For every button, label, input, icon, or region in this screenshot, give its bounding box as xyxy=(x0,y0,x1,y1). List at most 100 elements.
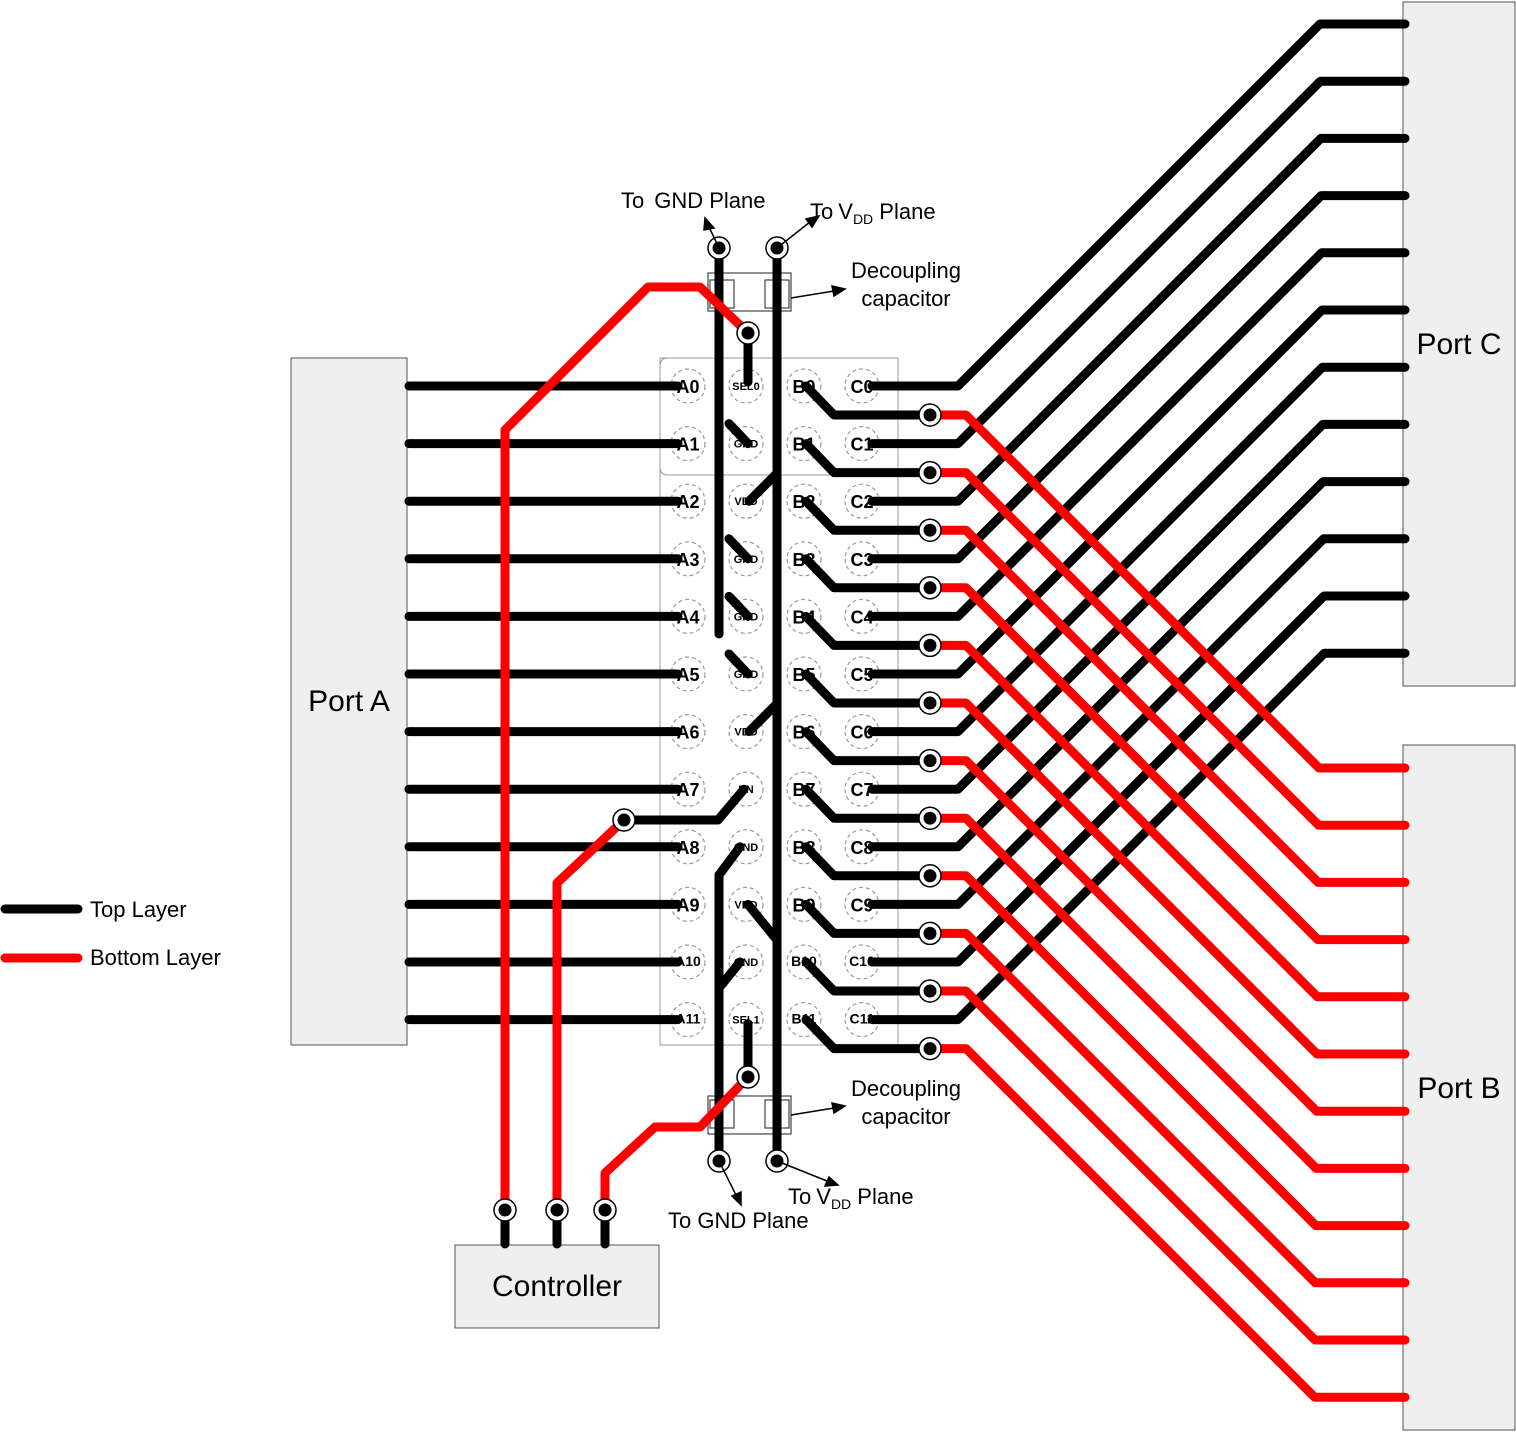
decoupling-capacitor-top-label-1: Decoupling xyxy=(851,258,961,283)
vdd-stub xyxy=(744,699,782,737)
pin-label-b1: B1 xyxy=(792,435,815,455)
pin-pad xyxy=(670,656,706,692)
controller-via-hole xyxy=(550,1203,564,1217)
pin-label-a10: A10 xyxy=(675,953,701,969)
port-c-trace xyxy=(867,591,1410,967)
port-b-bottom-segment xyxy=(925,640,1410,1002)
pin-label-b8: B8 xyxy=(792,838,815,858)
port-b-via-hole xyxy=(923,523,937,537)
pin-pad xyxy=(670,426,706,462)
port-b-top-segment xyxy=(801,611,935,650)
pin-label-b10: B10 xyxy=(791,953,817,969)
port-b-label: Port B xyxy=(1417,1072,1500,1105)
pin-label-vdd: VDD xyxy=(734,899,757,911)
pin-label-a5: A5 xyxy=(676,665,699,685)
port-b-top-segment xyxy=(801,496,935,535)
pin-pad xyxy=(670,541,706,577)
pin-label-a4: A4 xyxy=(676,607,699,627)
gnd-stub xyxy=(724,534,753,564)
port-c-trace xyxy=(867,248,1410,621)
port-c-trace xyxy=(867,419,1410,794)
pin-pad xyxy=(670,483,706,519)
pin-pad xyxy=(670,1001,706,1038)
port-b-top-segment xyxy=(801,727,935,766)
pin-label-c0: C0 xyxy=(850,377,873,397)
decoupling-capacitor-bottom-label-2: capacitor xyxy=(861,1104,950,1129)
port-b-via-hole xyxy=(923,581,937,595)
pin-label-a3: A3 xyxy=(676,550,699,570)
pin-label-c11: C11 xyxy=(850,1011,875,1027)
pin-label-a11: A11 xyxy=(676,1011,701,1027)
pin-label-b4: B4 xyxy=(792,607,815,627)
bottom-layer-traces xyxy=(500,282,1410,1402)
pin-pad xyxy=(670,829,706,865)
port-b-top-segment xyxy=(801,842,935,881)
gnd-stub xyxy=(714,957,745,993)
pin-labels: A0A1A2A3A4A5A6A7A8A9A10A11SEL0GNDVDDGNDG… xyxy=(675,377,875,1027)
pin-label-b5: B5 xyxy=(792,665,815,685)
pin-label-b6: B6 xyxy=(792,723,815,743)
port-b-bottom-segment xyxy=(925,468,1410,830)
pin-label-c6: C6 xyxy=(850,723,873,743)
legend-top-layer-label: Top Layer xyxy=(90,897,187,922)
port-c-trace xyxy=(867,305,1410,679)
port-b-top-segment xyxy=(801,784,935,823)
pin-label-en: EN xyxy=(738,784,753,796)
vdd-stub xyxy=(744,468,782,506)
port-b-top-segment xyxy=(801,957,935,996)
port-b-via-hole xyxy=(923,754,937,768)
port-b-top-segment xyxy=(801,669,935,708)
port-b-top-segment xyxy=(801,381,935,420)
port-b-via-hole xyxy=(923,869,937,883)
sel0-via-hole xyxy=(741,326,755,340)
chip-highlight xyxy=(659,357,899,476)
decoupling-capacitor-bottom-label-1: Decoupling xyxy=(851,1076,961,1101)
sel1-via-hole xyxy=(741,1070,755,1084)
port-c-label: Port C xyxy=(1416,328,1501,361)
port-b-top-segment xyxy=(801,1015,935,1054)
pin-label-c9: C9 xyxy=(850,895,873,915)
vias xyxy=(493,236,942,1222)
pin-label-a1: A1 xyxy=(676,435,699,455)
port-b-bottom-segment xyxy=(925,813,1410,1173)
pin-label-c5: C5 xyxy=(850,665,873,685)
gnd-stub xyxy=(724,419,753,449)
en-via-hole xyxy=(617,813,631,827)
port-b-via-hole xyxy=(923,1042,937,1056)
pin-label-vdd: VDD xyxy=(734,496,757,508)
port-c-trace xyxy=(867,76,1410,449)
port-b-bottom-segment xyxy=(925,410,1410,773)
pin-pad xyxy=(670,886,706,923)
pin-pad xyxy=(670,713,706,750)
vdd-stub xyxy=(743,899,782,945)
decoupling-capacitor-top-label-2: capacitor xyxy=(861,286,950,311)
pin-label-c7: C7 xyxy=(850,780,873,800)
pin-label-a9: A9 xyxy=(676,895,699,915)
controller-via-hole xyxy=(498,1203,512,1217)
pin-pad xyxy=(670,598,706,635)
port-b-via-hole xyxy=(923,696,937,710)
pin-label-gnd: GND xyxy=(734,439,759,451)
gnd-stub xyxy=(724,649,753,679)
pin-label-b3: B3 xyxy=(792,550,815,570)
legend-bottom-layer-label: Bottom Layer xyxy=(90,945,221,970)
port-b-bottom-segment xyxy=(925,698,1410,1059)
port-b-via-hole xyxy=(923,408,937,422)
pin-label-a7: A7 xyxy=(676,780,699,800)
pin-label-a2: A2 xyxy=(676,492,699,512)
annotation-arrows xyxy=(703,214,847,1207)
port-b-bottom-segment xyxy=(925,1044,1410,1402)
pin-label-c8: C8 xyxy=(850,838,873,858)
pin-label-b11: B11 xyxy=(792,1011,817,1027)
pin-label-gnd: GND xyxy=(734,554,759,566)
pin-label-a6: A6 xyxy=(676,723,699,743)
port-b-bottom-segment xyxy=(925,756,1410,1116)
port-b-via-hole xyxy=(923,811,937,825)
pin-label-c1: C1 xyxy=(850,435,873,455)
port-c-box xyxy=(1402,1,1516,687)
port-c-trace xyxy=(867,362,1410,737)
pin-label-c2: C2 xyxy=(850,492,873,512)
port-b-top-segment xyxy=(801,439,935,478)
port-b-bottom-segment xyxy=(925,583,1410,945)
